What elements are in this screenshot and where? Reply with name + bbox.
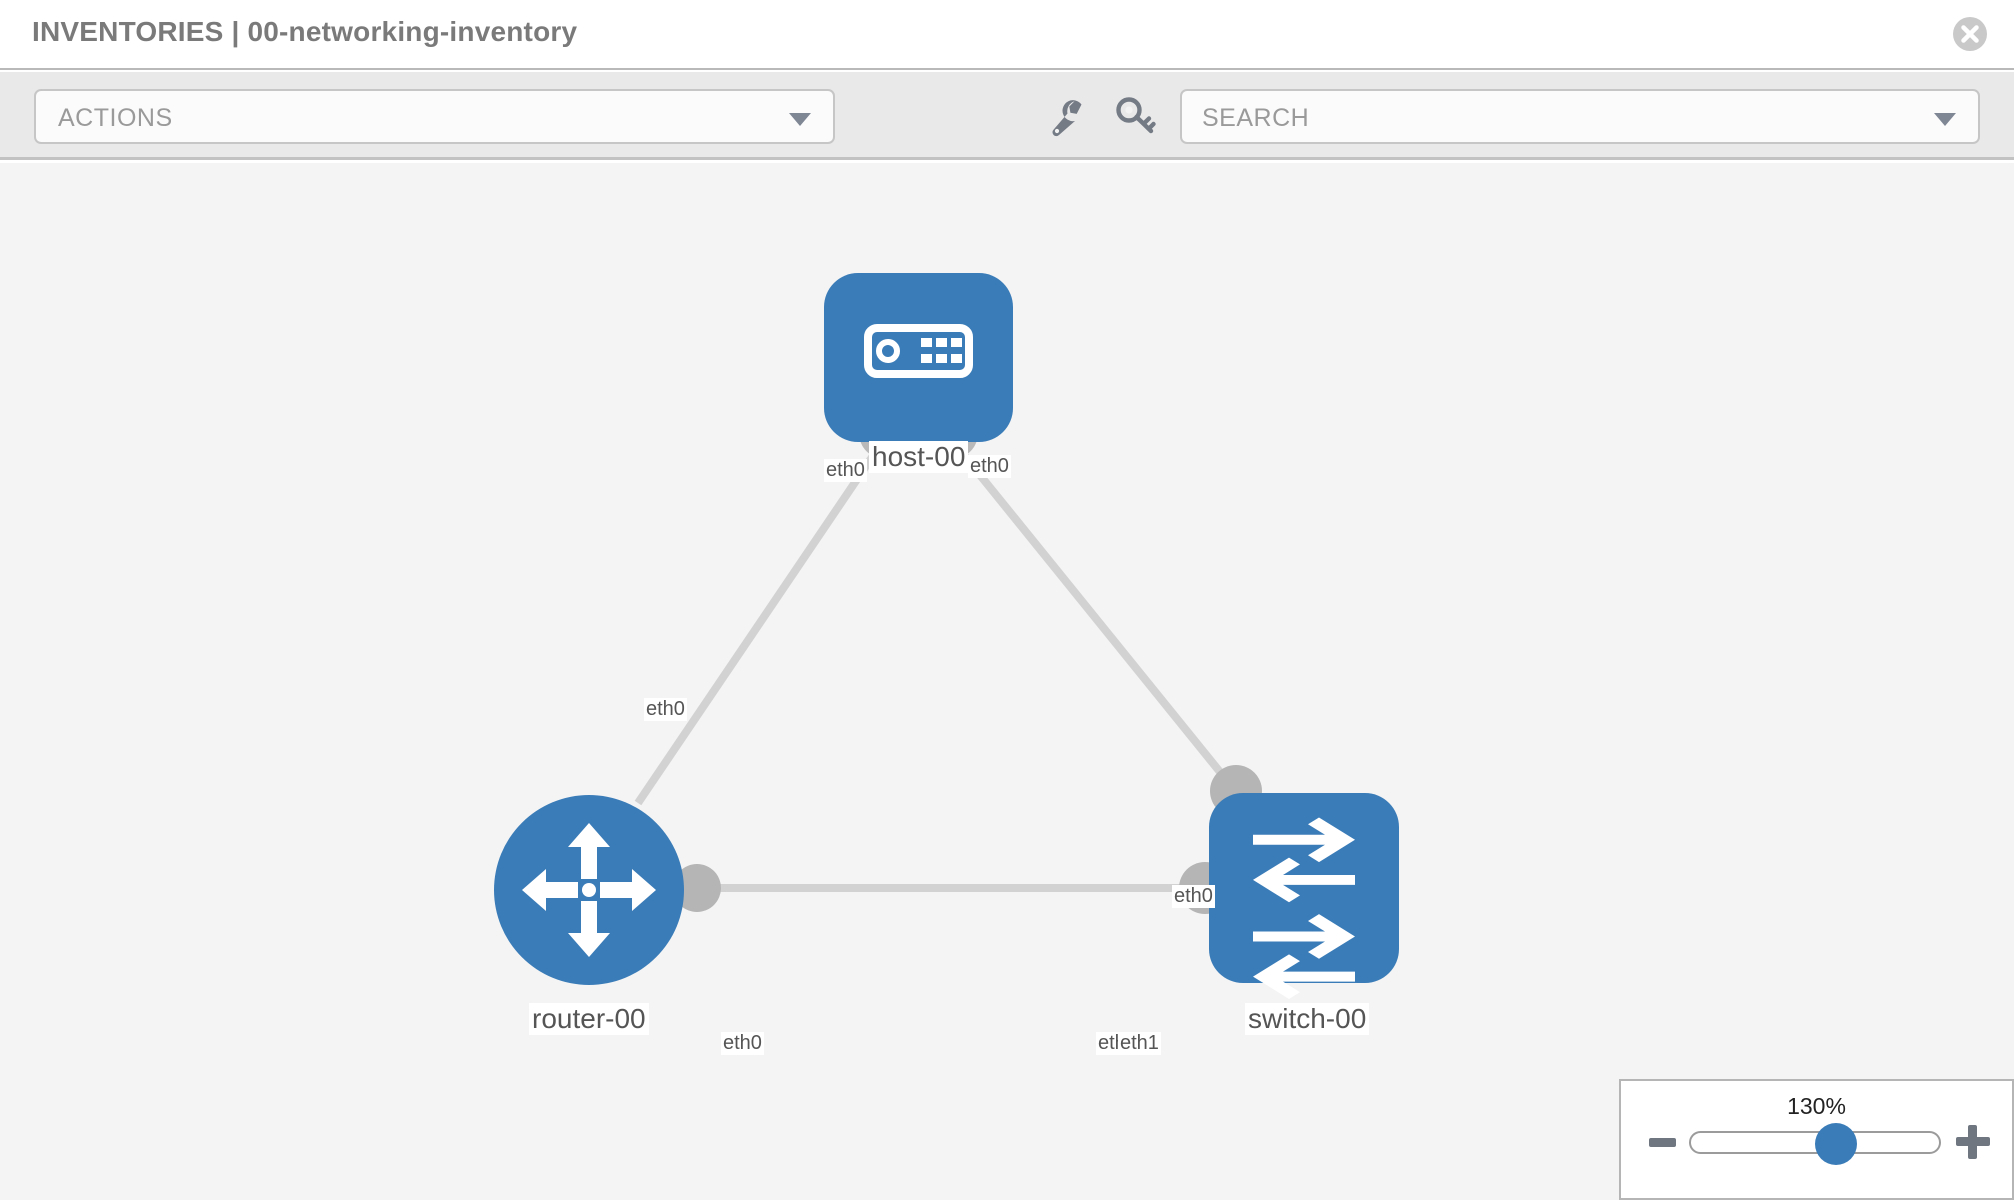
zoom-slider[interactable] bbox=[1689, 1123, 1941, 1165]
actions-dropdown-label: ACTIONS bbox=[58, 104, 173, 132]
node-switch-00[interactable] bbox=[1209, 793, 1399, 999]
page-title: INVENTORIES | 00-networking-inventory bbox=[32, 16, 578, 47]
zoom-level-label: 130% bbox=[1787, 1093, 1846, 1119]
port-label-host-left: eth0 bbox=[824, 459, 867, 482]
router-arrows-icon bbox=[522, 823, 656, 957]
key-icon[interactable] bbox=[1114, 94, 1158, 138]
node-router-00[interactable] bbox=[494, 795, 684, 985]
actions-dropdown[interactable]: ACTIONS bbox=[34, 89, 835, 144]
port-label-router-right: eth0 bbox=[721, 1032, 764, 1055]
server-icon bbox=[864, 324, 973, 378]
port-label-host-right: eth0 bbox=[968, 455, 1011, 478]
search-input-value: SEARCH bbox=[1202, 104, 1310, 132]
topology-canvas[interactable]: eth0 eth0 eth0 eth0 eth0 eth eth1 host-0… bbox=[0, 163, 2014, 1200]
page-header: INVENTORIES | 00-networking-inventory bbox=[0, 0, 2014, 70]
chevron-down-icon bbox=[789, 113, 811, 126]
port-label-router-up: eth0 bbox=[644, 698, 687, 721]
node-label-switch-00: switch-00 bbox=[1245, 1003, 1370, 1035]
zoom-in-button[interactable] bbox=[1956, 1125, 1990, 1159]
link-host-switch bbox=[946, 435, 1241, 796]
zoom-out-button[interactable] bbox=[1649, 1138, 1676, 1147]
port-router-right[interactable] bbox=[673, 864, 721, 912]
port-label-switch-left: eth1 bbox=[1118, 1032, 1161, 1055]
zoom-slider-thumb[interactable] bbox=[1815, 1123, 1857, 1165]
node-label-router-00: router-00 bbox=[529, 1003, 649, 1035]
wrench-icon[interactable] bbox=[1046, 94, 1090, 138]
link-host-router bbox=[634, 435, 889, 806]
zoom-control-panel: 130% bbox=[1619, 1079, 2014, 1200]
search-input[interactable]: SEARCH bbox=[1180, 89, 1980, 144]
switch-arrows-icon bbox=[1253, 817, 1355, 999]
node-host-00[interactable] bbox=[824, 273, 1013, 442]
toolbar: ACTIONS SEARCH bbox=[0, 72, 2014, 160]
node-label-host-00: host-00 bbox=[869, 441, 969, 473]
topology-graph bbox=[494, 273, 1399, 999]
port-label-switch-up: eth0 bbox=[1172, 885, 1215, 908]
close-icon[interactable] bbox=[1952, 16, 1988, 52]
chevron-down-icon bbox=[1934, 113, 1956, 126]
